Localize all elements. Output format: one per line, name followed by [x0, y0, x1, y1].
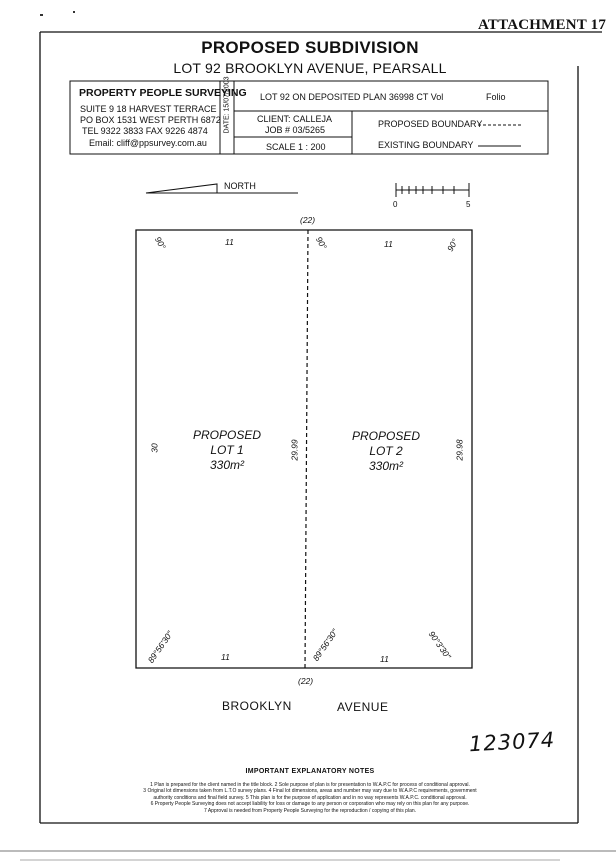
- lot-boundaries: [135, 229, 473, 669]
- existing-boundary-legend: EXISTING BOUNDARY: [378, 140, 474, 150]
- right-depth: 29.98: [454, 439, 465, 461]
- proposed-boundary-line: [304, 229, 309, 669]
- lot2-top-width: 11: [384, 239, 393, 249]
- lot1-top-width: 11: [225, 237, 234, 247]
- page-title: PROPOSED SUBDIVISION: [201, 38, 419, 57]
- north-label: NORTH: [224, 181, 256, 191]
- note-line: 1 Plan is prepared for the client named …: [150, 782, 470, 788]
- north-arrow-icon: [145, 183, 298, 194]
- folio-label: Folio: [486, 92, 506, 102]
- note-line: authority conditions and final field sur…: [153, 794, 467, 801]
- title-block-lines: [69, 80, 549, 155]
- middle-depth: 29.99: [289, 439, 300, 461]
- firm-phone: TEL 9322 3833 FAX 9226 4874: [82, 126, 208, 136]
- firm-email: Email: cliff@ppsurvey.com.au: [89, 138, 207, 148]
- lot-2-name: LOT 2: [369, 444, 403, 458]
- lot-2-area: 330m²: [368, 459, 403, 473]
- top-frontage-label: (22): [300, 215, 316, 225]
- left-depth: 30: [149, 443, 160, 453]
- lot-1-area: 330m²: [209, 458, 244, 472]
- lot-plan-reference: LOT 92 ON DEPOSITED PLAN 36998 CT Vol: [260, 92, 444, 102]
- job-number: JOB # 03/5265: [265, 125, 326, 135]
- plan-date: DATE: 15/07/2003: [223, 76, 231, 134]
- lot-2-label: PROPOSED LOT 2 330m²: [345, 429, 427, 474]
- proposed-boundary-legend: PROPOSED BOUNDARY: [378, 119, 483, 129]
- attachment-label: ATTACHMENT 17: [478, 17, 607, 33]
- page-subtitle: LOT 92 BROOKLYN AVENUE, PEARSALL: [173, 60, 447, 76]
- sheet-border: [39, 31, 602, 824]
- notes-body: 1 Plan is prepared for the client named …: [120, 782, 500, 814]
- firm-name: PROPERTY PEOPLE SURVEYING: [79, 87, 247, 99]
- lot-1-name: LOT 1: [210, 443, 244, 457]
- scale-bar-min: 0: [393, 200, 398, 209]
- lot-1-label: PROPOSED LOT 1 330m²: [186, 428, 268, 473]
- handwritten-reference: 123074: [468, 727, 556, 757]
- scale-ratio: SCALE 1 : 200: [266, 142, 326, 152]
- note-line: 7 Approval is needed from Property Peopl…: [203, 807, 417, 814]
- street-name-2: AVENUE: [337, 700, 389, 714]
- bottom-frontage-label: (22): [298, 676, 314, 686]
- note-line: 6 Property People Surveying does not acc…: [150, 801, 470, 808]
- firm-address-2: PO BOX 1531 WEST PERTH 6872: [80, 115, 221, 125]
- notes-heading: IMPORTANT EXPLANATORY NOTES: [245, 768, 375, 775]
- lot-1-status: PROPOSED: [192, 428, 261, 442]
- lot2-bottom-width: 11: [380, 654, 389, 664]
- note-line: 3 Original lot dimensions taken from L.T…: [143, 788, 477, 795]
- client-name: CLIENT: CALLEJA: [257, 114, 333, 124]
- firm-address-1: SUITE 9 18 HARVEST TERRACE: [80, 104, 217, 114]
- scale-bar-icon: [395, 183, 470, 197]
- lot1-bottom-width: 11: [221, 652, 230, 662]
- lot-2-status: PROPOSED: [351, 429, 420, 443]
- scale-bar-max: 5: [466, 200, 471, 209]
- street-name-1: BROOKLYN: [222, 699, 292, 713]
